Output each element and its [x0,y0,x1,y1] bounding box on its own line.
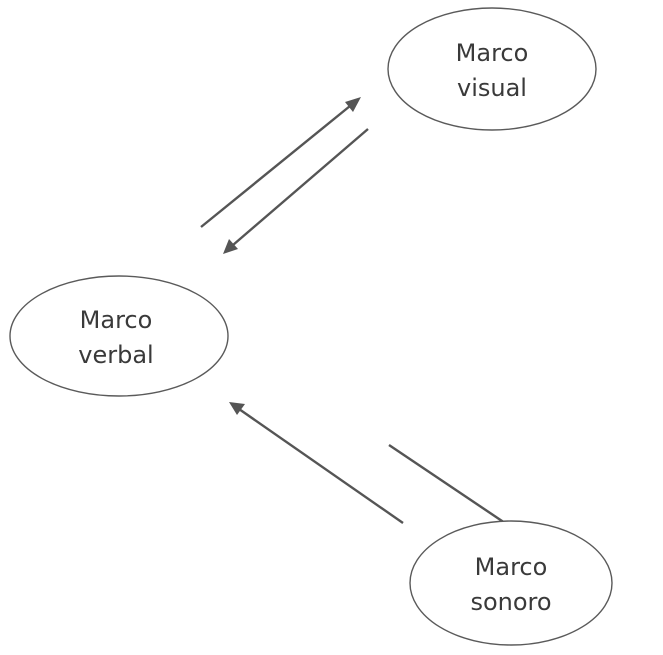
edges [200,97,506,524]
arrowhead-icon [229,402,245,415]
arrowhead-icon [223,239,238,254]
node-ellipse [9,275,229,397]
node-label-line-2: sonoro [470,588,551,616]
node-marco-visual: Marco visual [387,7,597,131]
node-label-line-2: visual [457,74,527,102]
edge-sonoro-to-verbal [229,402,404,524]
edge-visual-to-verbal [223,128,369,254]
arrowhead-icon [345,97,361,112]
node-label-line-2: verbal [78,341,153,369]
node-ellipse [409,520,613,646]
node-marco-verbal: Marco verbal [9,275,229,397]
node-label-line-1: Marco [456,39,529,67]
node-ellipse [387,7,597,131]
node-label-line-1: Marco [80,306,153,334]
edge-verbal-to-visual [200,97,361,228]
node-marco-sonoro: Marco sonoro [409,520,613,646]
node-label-line-1: Marco [475,553,548,581]
edge-sonoro-plain-line [388,444,506,524]
